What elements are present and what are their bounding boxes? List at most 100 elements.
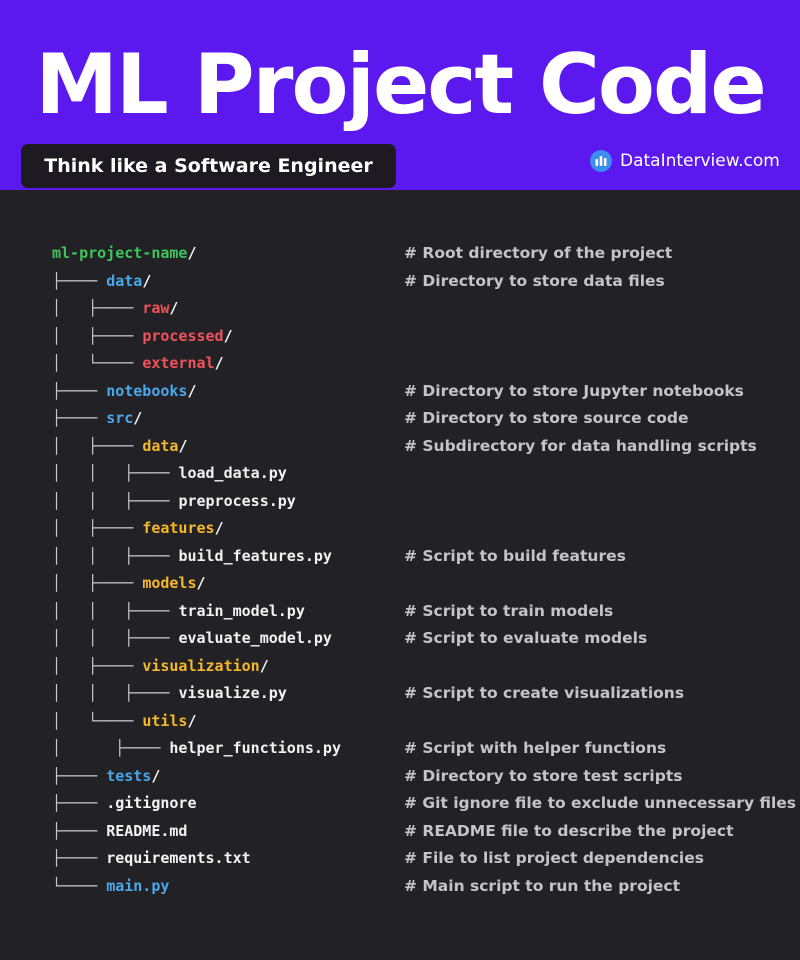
path-slash: / <box>259 656 269 675</box>
folder-name[interactable]: notebooks <box>106 381 188 400</box>
tree-entry: ├──── data/ <box>52 268 151 296</box>
tree-row: │ ├──── features/ <box>0 515 800 543</box>
file-name[interactable]: main.py <box>106 876 170 895</box>
tree-row: │ ├──── raw/ <box>0 295 800 323</box>
tree-branch: └──── <box>52 876 107 895</box>
tree-entry: ├──── README.md <box>52 818 187 846</box>
tree-branch: │ ├──── <box>52 299 143 317</box>
tagline-badge: Think like a Software Engineer <box>21 144 396 188</box>
tree-entry: ├──── tests/ <box>52 763 160 791</box>
tree-row: │ │ ├──── build_features.py# Script to b… <box>0 543 800 571</box>
file-name[interactable]: train_model.py <box>178 601 305 620</box>
tree-branch: │ │ ├──── <box>52 684 179 702</box>
file-name[interactable]: build_features.py <box>178 546 332 565</box>
folder-name[interactable]: ml-project-name <box>52 244 188 262</box>
path-slash: / <box>223 326 233 345</box>
path-slash: / <box>151 766 161 785</box>
tree-branch: ├──── <box>52 849 107 867</box>
tree-row: ├──── notebooks/# Directory to store Jup… <box>0 378 800 406</box>
path-slash: / <box>214 354 224 372</box>
folder-name[interactable]: data <box>106 271 143 290</box>
tree-comment: # Script with helper functions <box>404 739 667 757</box>
file-name[interactable]: .gitignore <box>106 794 197 812</box>
tree-row: ├──── .gitignore# Git ignore file to exc… <box>0 790 800 818</box>
tree-row: └──── main.py # Main script to run the pr… <box>0 873 800 901</box>
file-name[interactable]: helper_functions.py <box>169 739 341 757</box>
folder-name[interactable]: external <box>142 354 215 372</box>
tree-branch: │ │ ├──── <box>52 491 179 510</box>
tree-row: │ │ ├──── preprocess.py <box>0 488 800 516</box>
tree-branch: │ │ ├──── <box>52 629 179 647</box>
file-name[interactable]: visualize.py <box>178 684 287 702</box>
tree-branch: │ ├──── <box>52 574 143 592</box>
path-slash: / <box>187 711 197 730</box>
brand-label: DataInterview.com <box>620 151 780 171</box>
tree-comment: # Directory to store data files <box>404 271 665 290</box>
tree-row: │ │ ├──── evaluate_model.py# Script to e… <box>0 625 800 653</box>
tree-branch: │ ├──── <box>52 326 143 345</box>
folder-name[interactable]: visualization <box>142 656 260 675</box>
tree-entry: ml-project-name/ <box>52 240 197 268</box>
tree-entry: │ │ ├──── evaluate_model.py <box>52 625 332 653</box>
file-name[interactable]: README.md <box>106 821 188 840</box>
tree-entry: │ ├──── visualization/ <box>52 653 269 681</box>
tree-row: ├──── tests/ # Directory to store test sc… <box>0 763 800 791</box>
tree-comment: # Script to create visualizations <box>404 684 685 702</box>
tree-entry: │ └──── external/ <box>52 350 224 378</box>
path-slash: / <box>214 519 224 537</box>
tree-row: ├──── README.md# README file to describe… <box>0 818 800 846</box>
tree-entry: │ ├──── processed/ <box>52 323 233 351</box>
tree-row: │ │ ├──── visualize.py # Script to create… <box>0 680 800 708</box>
tree-branch: ├──── <box>52 794 107 812</box>
folder-name[interactable]: data <box>142 436 179 455</box>
brand[interactable]: DataInterview.com <box>590 147 780 175</box>
tree-row: │ ├──── data/ # Subdirectory for data han… <box>0 433 800 461</box>
tree-branch: │ ├──── <box>52 739 170 757</box>
tree-row: ├──── data/ # Directory to store data fil… <box>0 268 800 296</box>
tree-entry: │ │ ├──── visualize.py <box>52 680 287 708</box>
tree-entry: ├──── requirements.txt <box>52 845 251 873</box>
tree-row: ├──── src/# Directory to store source co… <box>0 405 800 433</box>
project-tree: ml-project-name/# Root directory of the … <box>0 240 800 900</box>
tree-branch: │ ├──── <box>52 519 143 537</box>
tree-entry: │ ├──── models/ <box>52 570 206 598</box>
tree-branch: │ │ ├──── <box>52 601 179 620</box>
tree-entry: │ │ ├──── load_data.py <box>52 460 287 488</box>
folder-name[interactable]: src <box>106 409 134 427</box>
tree-comment: # Root directory of the project <box>404 244 673 262</box>
tree-row: │ ├──── processed/ <box>0 323 800 351</box>
tree-row: │ ├──── visualization/ <box>0 653 800 681</box>
tree-entry: └──── main.py <box>52 873 169 901</box>
tree-comment: # Main script to run the project <box>404 876 681 895</box>
tree-entry: │ ├──── features/ <box>52 515 224 543</box>
tree-entry: │ │ ├──── train_model.py <box>52 598 305 626</box>
tree-branch: │ │ ├──── <box>52 464 179 482</box>
file-name[interactable]: load_data.py <box>178 464 287 482</box>
tree-branch: │ └──── <box>52 711 143 730</box>
tree-entry: │ │ ├──── preprocess.py <box>52 488 296 516</box>
tree-row: │ ├──── helper_functions.py # Script with… <box>0 735 800 763</box>
folder-name[interactable]: tests <box>106 766 152 785</box>
path-slash: / <box>169 299 179 317</box>
path-slash: / <box>133 409 143 427</box>
tree-comment: # Subdirectory for data handling scripts <box>404 436 757 455</box>
page-title: ML Project Code <box>35 36 766 133</box>
folder-name[interactable]: utils <box>142 711 188 730</box>
header-banner: ML Project Code Think like a Software En… <box>0 0 800 190</box>
path-slash: / <box>142 271 152 290</box>
tree-branch: ├──── <box>52 271 107 290</box>
tree-comment: # Directory to store test scripts <box>404 766 683 785</box>
tree-entry: │ │ ├──── build_features.py <box>52 543 332 571</box>
file-name[interactable]: preprocess.py <box>178 491 296 510</box>
tree-row: │ └──── external/ <box>0 350 800 378</box>
folder-name[interactable]: features <box>142 519 215 537</box>
tree-entry: │ ├──── data/ <box>52 433 187 461</box>
tree-row: ├──── requirements.txt# File to list pro… <box>0 845 800 873</box>
file-name[interactable]: evaluate_model.py <box>178 629 332 647</box>
folder-name[interactable]: raw <box>142 299 170 317</box>
folder-name[interactable]: models <box>142 574 197 592</box>
path-slash: / <box>187 381 197 400</box>
folder-name[interactable]: processed <box>142 326 224 345</box>
file-name[interactable]: requirements.txt <box>106 849 251 867</box>
tree-branch: │ ├──── <box>52 656 143 675</box>
